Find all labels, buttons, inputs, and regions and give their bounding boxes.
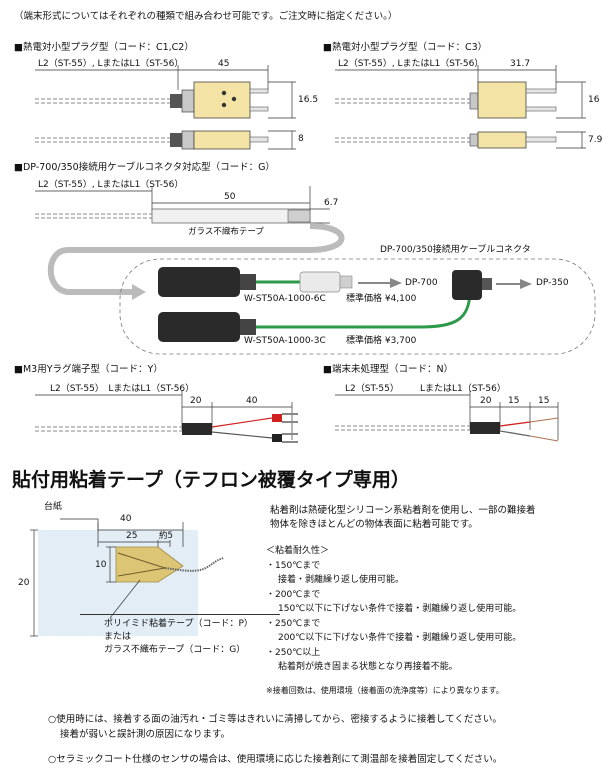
adhesion-count-note: ※接着回数は、使用環境（接着面の洗浄度等）により異なります。 xyxy=(266,686,504,695)
durability-250-desc: 200℃以下に下げない条件で接着・剥離繰り返し使用可能。 xyxy=(278,633,522,643)
dim-width-dp: 50 xyxy=(224,192,236,202)
durability-200-desc: 150℃以下に下げない条件で接着・剥離繰り返し使用可能。 xyxy=(278,604,522,614)
durability-over250-desc: 粘着剤が焼き固まる状態となり再接着不能。 xyxy=(278,662,458,672)
cable2-price: 標準価格 ¥3,700 xyxy=(346,336,417,346)
dim-width-c1c2: 45 xyxy=(218,59,230,69)
plug-c3-drawing xyxy=(335,65,586,149)
length-label-c3: L2（ST-55）, LまたはL1（ST-56） xyxy=(338,59,484,69)
dp700-label: DP-700 xyxy=(405,278,438,288)
tape-dim-40: 40 xyxy=(120,514,132,524)
tape-dim-10: 10 xyxy=(95,560,107,570)
durability-150-temp: ・150℃まで xyxy=(266,561,321,571)
tape-dim-25: 25 xyxy=(126,531,138,541)
usage-note-line1: ○使用時には、接着する面の油汚れ・ゴミ等はきれいに清掃してから、密接するように接… xyxy=(48,714,502,725)
backing-label: 台紙 xyxy=(44,502,63,512)
tape-desc-line2: 物体を除きほとんどの物体表面に粘着可能です。 xyxy=(270,519,478,530)
connector-title: DP-700/350接続用ケーブルコネクタ xyxy=(380,245,531,255)
y-lug-drawing xyxy=(35,390,298,443)
dim-a-bare: 20 xyxy=(480,396,492,406)
cable2-model: W-ST50A-1000-3C xyxy=(244,336,326,346)
section-title-ylug: ■M3用Yラグ端子型（コード：Y） xyxy=(14,364,163,375)
tape-dim-20: 20 xyxy=(18,578,30,588)
tape-desc-line1: 粘着剤は熱硬化型シリコーン系粘着剤を使用し、一部の難接着 xyxy=(270,505,536,516)
length-label-bare-b: LまたはL1（ST-56） xyxy=(420,384,506,394)
durability-over250-temp: ・250℃以上 xyxy=(266,648,321,658)
durability-250-temp: ・250℃まで xyxy=(266,619,321,629)
durability-200-temp: ・200℃まで xyxy=(266,590,321,600)
label-or: または xyxy=(104,632,132,642)
label-polyimide-tape: ポリイミド粘着テープ（コード：P） xyxy=(104,619,253,629)
dim-c-bare: 15 xyxy=(538,396,550,406)
dim-a-ylug: 20 xyxy=(190,396,202,406)
label-glass-tape: ガラス不織布テープ（コード：G） xyxy=(104,645,246,655)
section-title-dp: ■DP-700/350接続用ケーブルコネクタ対応型（コード：G） xyxy=(14,162,275,173)
bare-end-drawing xyxy=(335,390,559,442)
tape-heading: 貼付用粘着テープ（テフロン被覆タイプ専用） xyxy=(12,469,410,491)
usage-note-line2: 接着が弱いと誤計測の原因になります。 xyxy=(60,729,231,740)
cable1-price: 標準価格 ¥4,100 xyxy=(346,294,417,304)
intro-note: （端末形式についてはそれぞれの種類で組み合わせ可能です。ご注文時に指定ください。… xyxy=(14,11,398,22)
dp350-label: DP-350 xyxy=(536,278,569,288)
dim-b-bare: 15 xyxy=(508,396,520,406)
section-title-c3: ■熱電対小型プラグ型（コード：C3） xyxy=(323,42,488,53)
dim-thick-c3: 7.9 xyxy=(588,135,603,145)
dim-height-c3: 16 xyxy=(588,95,600,105)
section-title-bare: ■端末未処理型（コード：N） xyxy=(323,364,454,375)
dim-thick-c1c2: 8 xyxy=(298,134,304,144)
adhesive-tape-drawing xyxy=(30,518,225,637)
dim-width-c3: 31.7 xyxy=(510,59,531,69)
tape-dim-5: 約5 xyxy=(159,531,173,541)
dim-b-ylug: 40 xyxy=(246,396,258,406)
dim-height-dp: 6.7 xyxy=(324,198,339,208)
dim-height-c1c2: 16.5 xyxy=(298,95,319,105)
dp-connector-drawing xyxy=(35,186,596,355)
glass-tape-label: ガラス不織布テープ xyxy=(188,227,264,237)
ceramic-note: ○セラミックコート仕様のセンサの場合は、使用環境に応じた接着剤にて測温部を接着固… xyxy=(48,754,503,765)
durability-150-desc: 接着・剥離繰り返し使用可能。 xyxy=(278,575,405,585)
length-label-bare-a: L2（ST-55） xyxy=(345,384,399,394)
label-leader-line xyxy=(80,614,280,615)
length-label-c1c2: L2（ST-55）, LまたはL1（ST-56） xyxy=(38,59,184,69)
length-label-dp: L2（ST-55）, LまたはL1（ST-56） xyxy=(38,180,184,190)
plug-c1c2-drawing xyxy=(35,65,296,150)
length-label-ylug: L2（ST-55） LまたはL1（ST-56） xyxy=(50,384,195,394)
durability-title: ＜粘着耐久性＞ xyxy=(266,546,330,556)
section-title-c1c2: ■熱電対小型プラグ型（コード：C1,C2） xyxy=(14,42,194,53)
cable1-model: W-ST50A-1000-6C xyxy=(244,294,326,304)
